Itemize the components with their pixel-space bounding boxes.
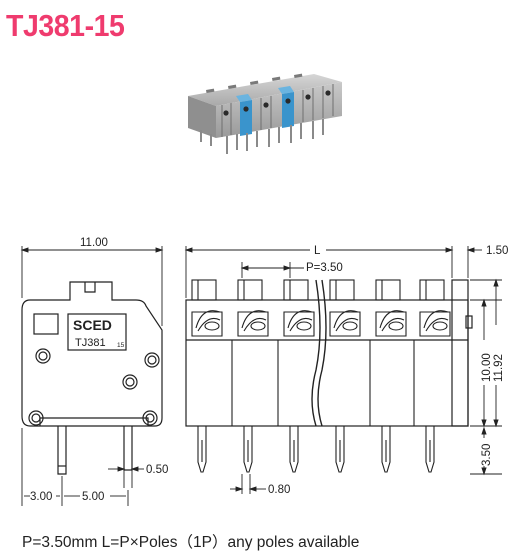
- footer-note: P=3.50mm L=P×Poles（1P）any poles availabl…: [22, 534, 360, 551]
- side-body-outline: [21, 281, 163, 427]
- total-height-label: 11.92: [493, 354, 505, 382]
- hole-bottom-right: [142, 410, 158, 426]
- front-view-drawing: L 1.50 P=3.50 10.00 11.92 3.50 0.80: [184, 245, 508, 496]
- pin-spacing-label: 5.00: [82, 491, 104, 503]
- pin-4: [335, 426, 345, 473]
- actuator-1: [191, 279, 217, 301]
- offset-label: 3.00: [30, 491, 52, 503]
- brand-label: SCED: [73, 317, 112, 333]
- front-body: [185, 299, 469, 427]
- wire-entry-1: [191, 311, 223, 337]
- side-width-label: 11.00: [80, 237, 108, 249]
- hole-center: [122, 374, 138, 390]
- hole-top-left: [35, 348, 51, 364]
- actuator-2: [237, 279, 263, 301]
- wire-entry-2: [237, 311, 269, 337]
- pin-2: [243, 426, 253, 473]
- product-photo: [188, 73, 342, 154]
- pin-5: [381, 426, 391, 473]
- model-label: TJ381: [75, 337, 106, 349]
- wire-entry-4: [329, 311, 361, 337]
- front-pin-width-label: 0.80: [268, 484, 290, 496]
- actuator-4: [329, 279, 355, 301]
- pin-3: [289, 426, 299, 473]
- side-pin-right: [123, 426, 133, 471]
- pin-length-label: 3.50: [481, 444, 493, 466]
- pin-1: [197, 426, 207, 473]
- hole-bottom-left: [28, 410, 44, 426]
- wire-entry-5: [375, 311, 407, 337]
- side-view-drawing: 11.00 SCED TJ381 15 0.50 3.00 5.00: [20, 237, 168, 506]
- product-title: TJ381-15: [6, 8, 125, 43]
- break-line: [311, 279, 321, 427]
- end-width-label: 1.50: [486, 245, 508, 257]
- model-suffix-label: 15: [117, 342, 125, 349]
- actuator-3: [283, 279, 309, 301]
- body-height-label: 10.00: [481, 353, 493, 382]
- length-label: L: [314, 245, 321, 257]
- wire-entry-6: [419, 311, 451, 337]
- side-pin-left: [57, 426, 67, 475]
- pin-6: [425, 426, 435, 473]
- side-pin-width-label: 0.50: [146, 464, 168, 476]
- actuator-5: [375, 279, 401, 301]
- hole-right: [144, 352, 160, 368]
- wire-entry-3: [283, 311, 315, 337]
- actuator-6: [419, 279, 445, 301]
- pitch-label: P=3.50: [306, 262, 343, 274]
